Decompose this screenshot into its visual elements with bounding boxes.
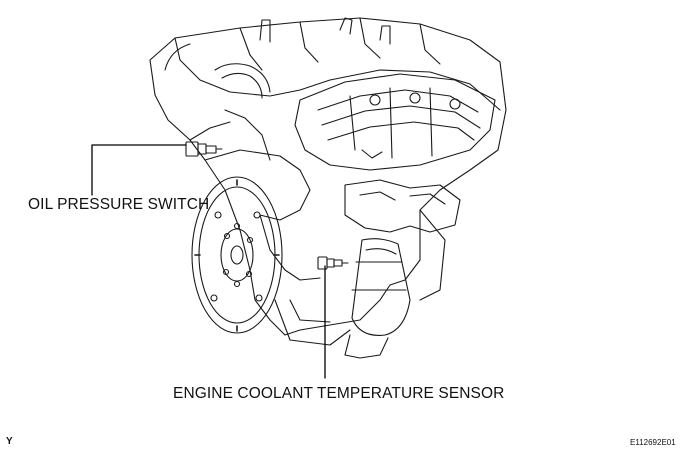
coolant-sensor-part — [317, 256, 349, 270]
intake-pipes — [164, 17, 391, 99]
flywheel — [191, 176, 283, 334]
exhaust-manifold — [344, 179, 461, 359]
oil-pan — [274, 209, 446, 346]
engine-block — [149, 17, 507, 336]
oil-pressure-switch-label: OIL PRESSURE SWITCH — [28, 196, 210, 213]
coolant-temperature-sensor-label: ENGINE COOLANT TEMPERATURE SENSOR — [173, 385, 505, 402]
oil-switch-leader-line — [91, 144, 187, 196]
corner-code: Y — [6, 436, 13, 447]
oil-pressure-switch-part — [185, 141, 223, 157]
figure-id: E112692E01 — [630, 438, 676, 447]
valve-cover — [294, 73, 496, 171]
